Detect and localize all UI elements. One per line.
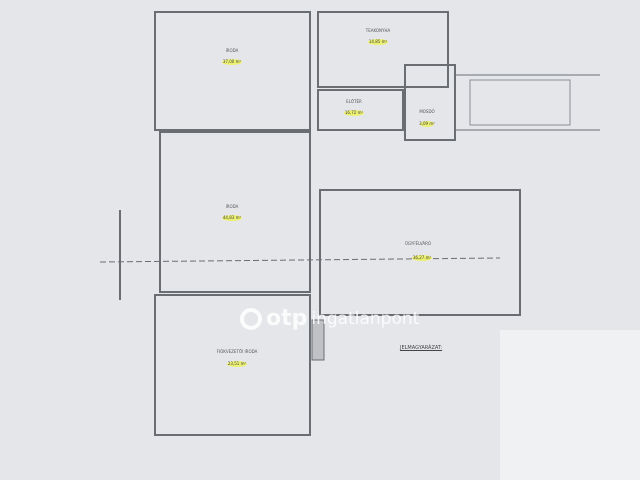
room-name: ÜGYFÉLVÁRÓ — [405, 241, 431, 246]
room-labels: IRODA 37,00 m² TEAKONYHA 14,85 m² ELŐTÉR… — [217, 28, 435, 367]
legend-title: JELMAGYARÁZAT: — [400, 345, 443, 351]
room-name: FIÓKVEZETŐI IRODA — [217, 349, 258, 354]
room-name: IRODA — [226, 204, 239, 209]
walls — [99, 11, 600, 436]
room-name: TEAKONYHA — [365, 28, 391, 33]
room-name: IRODA — [226, 48, 239, 53]
watermark-name: ingatlanpont — [311, 308, 420, 329]
room-area: 36,27 m² — [413, 255, 432, 260]
room-area: 16,72 m² — [345, 110, 364, 115]
room-area: 23,51 m² — [228, 361, 247, 366]
watermark-brand: otp — [266, 306, 308, 331]
room-name: ELŐTÉR — [346, 99, 362, 104]
room-area: 3,09 m² — [419, 121, 435, 126]
otp-logo-icon — [240, 307, 262, 330]
room-area: 37,00 m² — [223, 59, 242, 64]
room-area: 14,85 m² — [369, 39, 388, 44]
watermark: otp ingatlanpont — [240, 306, 419, 331]
room-area: 44,83 m² — [223, 215, 242, 220]
room-name: MOSDÓ — [419, 109, 434, 114]
legend: JELMAGYARÁZAT: — [400, 345, 442, 351]
